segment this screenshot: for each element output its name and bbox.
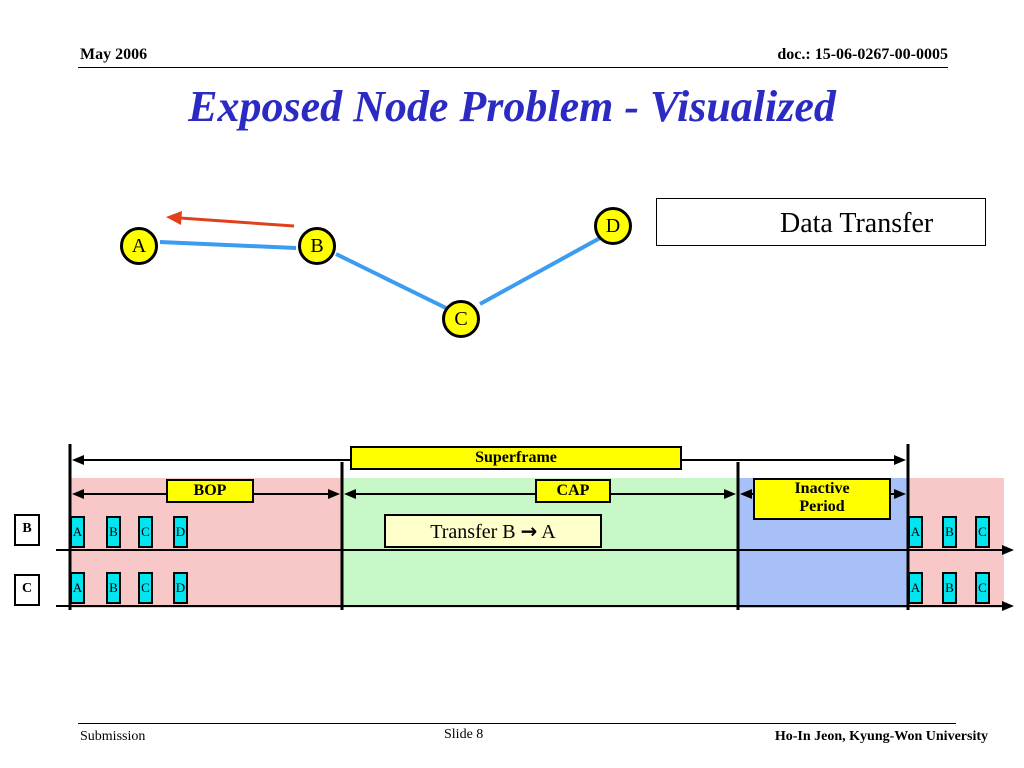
right-arrow-icon: → bbox=[520, 519, 538, 543]
transfer-b-to-a-box: Transfer B → A bbox=[384, 514, 602, 548]
inactive-period-label: Inactive Period bbox=[753, 478, 891, 520]
transfer-suffix: A bbox=[537, 521, 556, 543]
slot-c-b: B bbox=[106, 572, 121, 604]
node-b: B bbox=[298, 227, 336, 265]
link-b-c bbox=[335, 252, 447, 310]
transfer-arrow-b-to-a bbox=[179, 216, 295, 228]
header-date: May 2006 bbox=[80, 46, 148, 63]
slot-c-next-a: A bbox=[908, 572, 923, 604]
slot-c-next-c: C bbox=[975, 572, 990, 604]
cap-label: CAP bbox=[535, 479, 611, 503]
footer-slide-number: Slide 8 bbox=[444, 727, 484, 742]
slot-c-next-b: B bbox=[942, 572, 957, 604]
slot-b-d: D bbox=[173, 516, 188, 548]
link-a-b bbox=[159, 240, 297, 250]
slot-c-a: A bbox=[70, 572, 85, 604]
row-label-b: B bbox=[14, 514, 40, 546]
header-rule bbox=[78, 67, 948, 68]
node-c: C bbox=[442, 300, 480, 338]
slot-b-next-c: C bbox=[975, 516, 990, 548]
slot-b-a: A bbox=[70, 516, 85, 548]
slot-b-next-b: B bbox=[942, 516, 957, 548]
transfer-arrowhead bbox=[166, 211, 182, 225]
slot-c-d: D bbox=[173, 572, 188, 604]
superframe-label: Superframe bbox=[350, 446, 682, 470]
legend-label: Data Transfer bbox=[780, 208, 934, 239]
inactive-line-2: Period bbox=[799, 498, 845, 515]
legend-box bbox=[656, 198, 986, 246]
link-c-d bbox=[479, 236, 601, 306]
row-label-c: C bbox=[14, 574, 40, 606]
node-a: A bbox=[120, 227, 158, 265]
inactive-line-1: Inactive bbox=[794, 480, 850, 497]
slot-b-next-a: A bbox=[908, 516, 923, 548]
footer-author: Ho-In Jeon, Kyung-Won University bbox=[774, 729, 988, 744]
footer-rule bbox=[78, 723, 956, 724]
slot-b-b: B bbox=[106, 516, 121, 548]
footer-submission: Submission bbox=[80, 729, 146, 744]
slot-c-c: C bbox=[138, 572, 153, 604]
slot-b-c: C bbox=[138, 516, 153, 548]
slide-title: Exposed Node Problem - Visualized bbox=[188, 82, 836, 131]
transfer-prefix: Transfer B bbox=[430, 521, 521, 543]
header-doc-id: doc.: 15-06-0267-00-0005 bbox=[777, 46, 948, 63]
bop-label: BOP bbox=[166, 479, 254, 503]
node-d: D bbox=[594, 207, 632, 245]
